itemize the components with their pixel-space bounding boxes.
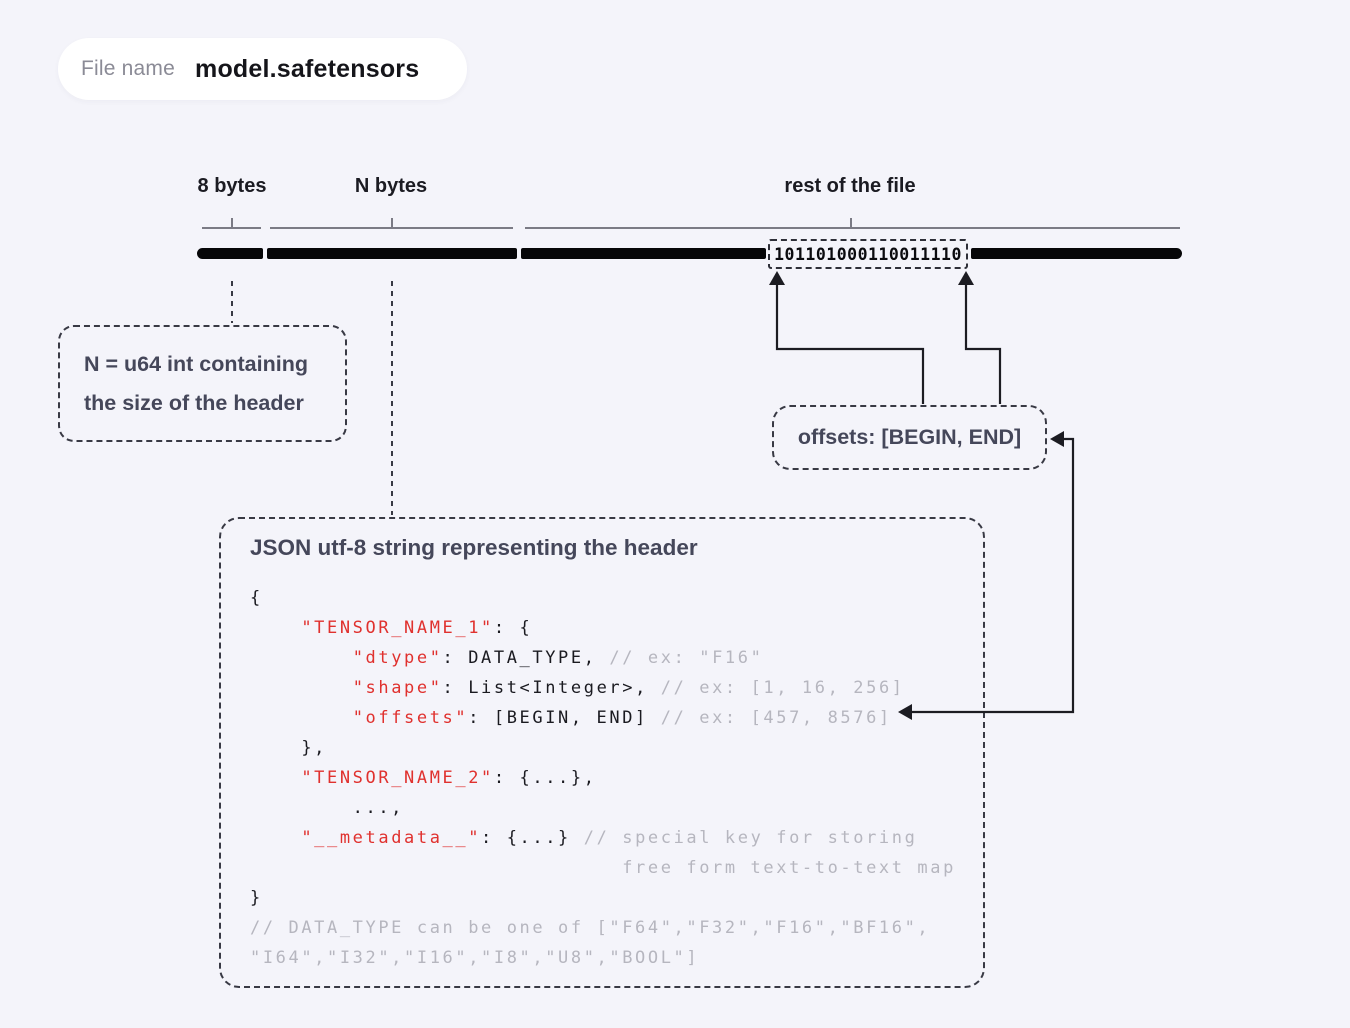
code-line: } <box>250 888 263 908</box>
bracket-rest-of-file <box>525 218 1180 229</box>
byte-bar-8-bytes <box>197 248 263 259</box>
arrow-left-icon <box>1050 431 1064 447</box>
json-header-title: JSON utf-8 string representing the heade… <box>250 535 698 560</box>
file-name-value: model.safetensors <box>195 54 420 83</box>
file-name-label: File name <box>81 57 176 80</box>
code-line: "shape": List<Integer>, // ex: [1, 16, 2… <box>352 678 905 698</box>
arrow-end-line <box>964 284 1002 404</box>
code-line: "TENSOR_NAME_1": { <box>301 618 533 638</box>
offsets-callout: offsets: [BEGIN, END] <box>772 405 1047 470</box>
code-line: { <box>250 588 263 608</box>
byte-bar-n-bytes <box>267 248 517 259</box>
binary-snippet-box: 101101000110011110 <box>768 239 968 269</box>
code-line: "__metadata__": {...} // special key for… <box>301 828 918 848</box>
code-line: ..., <box>250 798 405 818</box>
json-header-callout: JSON utf-8 string representing the heade… <box>219 517 985 988</box>
offsets-callout-text: offsets: [BEGIN, END] <box>797 425 1022 449</box>
code-line: // DATA_TYPE can be one of ["F64","F32",… <box>250 918 931 938</box>
segment-label-rest-of-file: rest of the file <box>784 175 916 197</box>
arrow-begin-line <box>775 284 925 404</box>
binary-string: 101101000110011110 <box>774 244 962 264</box>
code-line: free form text-to-text map <box>250 858 956 878</box>
code-line: "TENSOR_NAME_2": {...}, <box>301 768 597 788</box>
code-line: "offsets": [BEGIN, END] // ex: [457, 857… <box>352 708 892 728</box>
code-line: "dtype": DATA_TYPE, // ex: "F16" <box>352 648 764 668</box>
segment-label-8-bytes: 8 bytes <box>197 175 267 197</box>
arrow-up-icon <box>958 271 974 285</box>
json-code: { "TENSOR_NAME_1": { "dtype": DATA_TYPE,… <box>250 583 956 973</box>
arrow-up-icon <box>769 271 785 285</box>
n-size-callout-line1: N = u64 int containing <box>84 351 308 376</box>
byte-bar-rest-right <box>971 248 1182 259</box>
code-line: }, <box>250 738 328 758</box>
bracket-8-bytes <box>202 218 261 229</box>
bracket-n-bytes <box>270 218 513 229</box>
segment-label-n-bytes: N bytes <box>354 175 428 197</box>
file-name-pill: File name model.safetensors <box>58 38 467 100</box>
byte-bar-rest-left <box>521 248 766 259</box>
n-size-callout-line2: the size of the header <box>84 390 304 415</box>
n-size-callout: N = u64 int containing the size of the h… <box>58 325 347 442</box>
code-line: "I64","I32","I16","I8","U8","BOOL"] <box>250 948 700 968</box>
